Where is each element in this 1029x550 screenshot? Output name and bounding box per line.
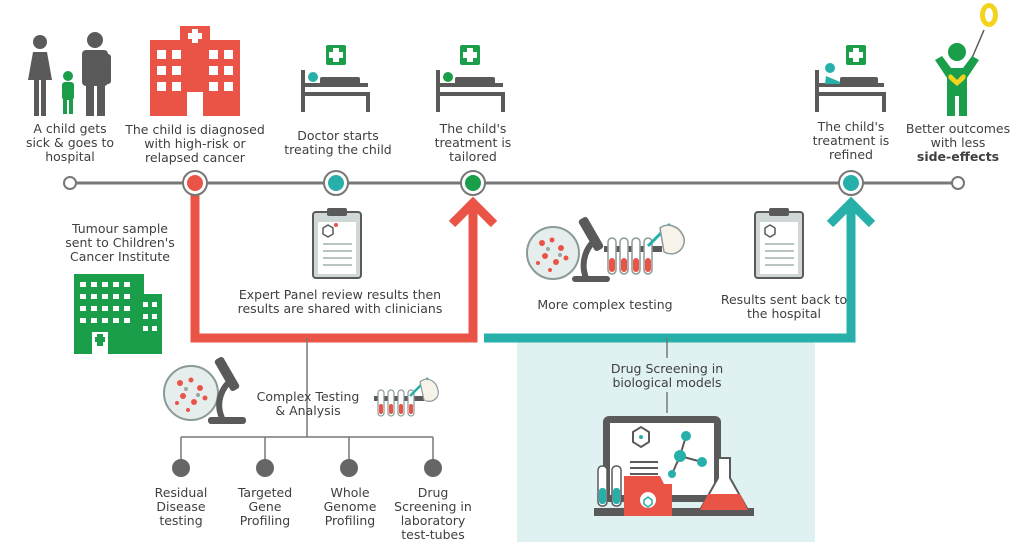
clipboard-icon-expert bbox=[312, 208, 362, 279]
node-doctor bbox=[324, 171, 348, 195]
stage-diagnosed-label: The child is diagnosed with high-risk or… bbox=[125, 122, 265, 165]
node-diagnosed bbox=[183, 171, 207, 195]
complex-testing-analysis-label: Complex Testing & Analysis bbox=[256, 389, 360, 418]
test-tubes-icon-bottom bbox=[374, 377, 439, 417]
node-end bbox=[951, 176, 965, 190]
tumour-label: Tumour sample sent to Children's Cancer … bbox=[65, 221, 175, 264]
branch-node-3 bbox=[340, 459, 358, 477]
branch-node-2 bbox=[256, 459, 274, 477]
branch-label-residual: Residual Disease testing bbox=[154, 485, 208, 528]
stage-doctor-label: Doctor starts treating the child bbox=[284, 128, 392, 157]
branch-node-1 bbox=[172, 459, 190, 477]
institute-building-icon bbox=[74, 274, 162, 354]
microscope-icon-bottom bbox=[163, 357, 246, 424]
lab-bench-icon bbox=[594, 457, 754, 516]
stage-refined-label: The child's treatment is refined bbox=[812, 119, 890, 162]
outcome-emphasis: side-effects bbox=[916, 149, 1000, 164]
branch-node-4 bbox=[424, 459, 442, 477]
microscope-icon-top bbox=[526, 217, 610, 282]
outcome-text: Better outcomes with less bbox=[905, 121, 1011, 150]
test-tubes-icon-top bbox=[604, 222, 685, 275]
results-sent-back-label: Results sent back to the hospital bbox=[720, 292, 848, 321]
stage-sick-label: A child gets sick & goes to hospital bbox=[25, 121, 115, 164]
stage-tailored-label: The child's treatment is tailored bbox=[434, 121, 512, 164]
happy-child-icon bbox=[935, 3, 998, 116]
node-start bbox=[63, 176, 77, 190]
teal-path bbox=[484, 208, 856, 343]
node-tailored bbox=[461, 171, 485, 195]
branch-label-targeted: Targeted Gene Profiling bbox=[237, 485, 293, 528]
red-arrowhead bbox=[448, 196, 498, 228]
bed-icon-tailored bbox=[436, 45, 505, 112]
node-refined bbox=[839, 171, 863, 195]
child-icon bbox=[62, 71, 74, 114]
drug-screening-models-label: Drug Screening in biological models bbox=[597, 362, 737, 390]
branch-label-genome: Whole Genome Profiling bbox=[323, 485, 377, 528]
bed-icon-doctor bbox=[301, 45, 370, 112]
clipboard-icon-results bbox=[754, 208, 804, 279]
red-path bbox=[190, 183, 478, 343]
stage-outcome-label: Better outcomes with less side-effects bbox=[900, 122, 1016, 164]
more-complex-testing-label: More complex testing bbox=[537, 297, 673, 312]
bed-icon-refined bbox=[815, 45, 886, 112]
branch-label-drug-screening: Drug Screening in laboratory test-tubes bbox=[394, 485, 472, 542]
hospital-icon bbox=[150, 26, 240, 116]
expert-panel-label: Expert Panel review results then results… bbox=[237, 287, 443, 316]
family-icon bbox=[28, 32, 111, 116]
teal-arrowhead bbox=[826, 196, 876, 228]
